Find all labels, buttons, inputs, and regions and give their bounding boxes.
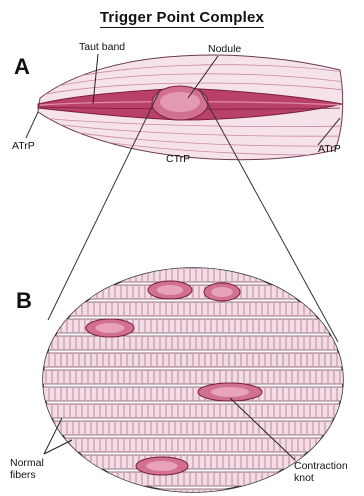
normal-fibers-label: Normal fibers [10,457,44,481]
fiber-row [40,387,350,401]
contraction-knot-core [96,323,125,333]
fiber-row [40,404,350,418]
fiber-row [40,353,350,367]
normal-fibers-leader-2 [44,440,72,454]
nodule-label: Nodule [208,43,241,55]
fiber-row [40,370,350,384]
normal-fibers-leader-1 [44,418,62,454]
contraction-knot-core [211,287,233,297]
fiber-row [40,438,350,452]
taut-band-label: Taut band [79,41,125,53]
contraction-knot-core [211,387,249,397]
atrp-left-label: ATrP [12,140,35,152]
contraction-knot-core [146,461,177,471]
fiber-row [40,336,350,350]
atrp-right-label: ATrP [318,143,341,155]
contraction-knot-label: Contraction knot [294,460,348,484]
fiber-row [40,285,350,299]
atrp-left-marker [26,112,38,138]
contraction-knot-core [157,285,183,295]
fiber-row [40,421,350,435]
ctrp-label: CTrP [166,153,190,165]
